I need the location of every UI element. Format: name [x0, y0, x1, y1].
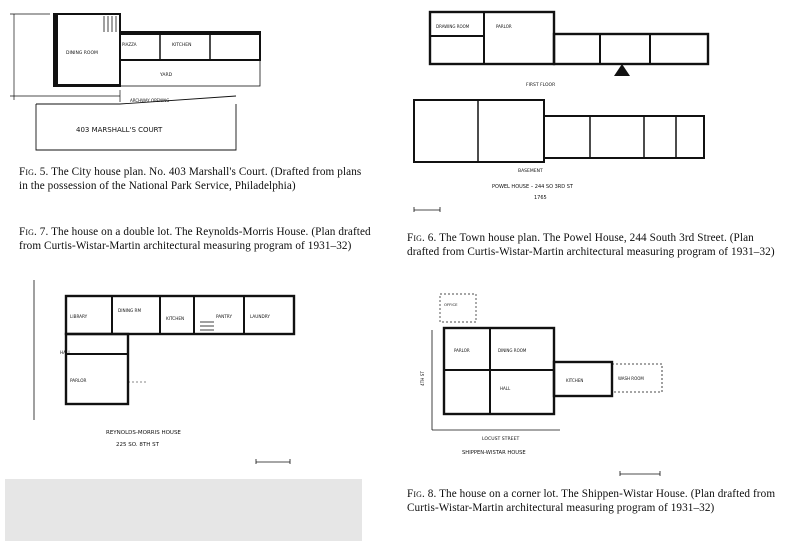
fig8-label-office: OFFICE — [444, 302, 458, 307]
figure-8-caption: Fig. 8. The house on a corner lot. The S… — [407, 488, 787, 515]
fig5-label-yard: YARD — [159, 72, 173, 78]
fig7-label-address: 225 SO. 8TH ST — [116, 442, 160, 448]
fig6-label-title: POWEL HOUSE – 244 SO 3RD ST — [492, 184, 574, 190]
fig8-label-wash: WASH ROOM — [618, 376, 644, 381]
fig7-label-parlor: PARLOR — [70, 378, 87, 383]
figure-5-caption: Fig. 5. The City house plan. No. 403 Mar… — [19, 166, 369, 193]
fig8-label-kitchen: KITCHEN — [566, 378, 583, 383]
gray-placeholder-box — [5, 479, 362, 541]
figure-8-text: The house on a corner lot. The Shippen-W… — [407, 488, 776, 514]
fig6-label-year: 1765 — [534, 195, 547, 201]
figure-5-number: Fig. 5. — [19, 166, 49, 178]
fig6-room-text: DRAWING ROOM — [436, 24, 470, 29]
figure-5-plan: DINING ROOM KITCHEN PIAZZA YARD ARCHWAY … — [10, 13, 261, 151]
fig7-label-kitchen: KITCHEN — [166, 316, 184, 321]
fig5-label-kitchen: KITCHEN — [172, 42, 192, 48]
figure-7-plan: LIBRARY DINING RM KITCHEN PANTRY LAUNDRY… — [33, 280, 296, 464]
figure-7-caption: Fig. 7. The house on a double lot. The R… — [19, 226, 379, 253]
fig8-label-title: SHIPPEN-WISTAR HOUSE — [462, 450, 526, 456]
fig7-label-library: LIBRARY — [70, 314, 88, 319]
fig7-label-pantry: PANTRY — [216, 314, 232, 319]
figure-6-number: Fig. 6. — [407, 232, 437, 244]
fig7-label-hall: HALL — [60, 350, 71, 355]
figure-7-number: Fig. 7. — [19, 226, 49, 238]
fig8-label-hall: HALL — [500, 386, 511, 391]
figure-7-text: The house on a double lot. The Reynolds-… — [19, 226, 371, 252]
figure-5-text: The City house plan. No. 403 Marshall's … — [19, 166, 362, 192]
figure-8-number: Fig. 8. — [407, 488, 437, 500]
fig7-label-laundry: LAUNDRY — [250, 314, 270, 319]
fig5-label-piazza: PIAZZA — [122, 42, 137, 47]
figure-6-text: The Town house plan. The Powel House, 24… — [407, 232, 775, 258]
fig8-label-street-left: 4TH ST — [420, 371, 425, 386]
fig6-label-basement: BASEMENT — [518, 168, 543, 174]
figure-6-caption: Fig. 6. The Town house plan. The Powel H… — [407, 232, 777, 259]
fig6-label-first: FIRST FLOOR — [526, 82, 555, 88]
figure-6-plan: DRAWING ROOM PARLOR FIRST FLOOR BASEMENT… — [413, 10, 710, 212]
fig8-label-street-bottom: LOCUST STREET — [482, 436, 519, 442]
fig5-label-address: 403 MARSHALL'S COURT — [76, 126, 163, 134]
fig6-room-text2: PARLOR — [496, 24, 512, 29]
fig7-label-dining: DINING RM — [118, 308, 141, 313]
fig8-label-dining: DINING ROOM — [498, 348, 527, 353]
figure-8-plan: OFFICE 4TH ST LOCUST STREET PARLOR DININ… — [420, 293, 663, 476]
fig5-label-dining: DINING ROOM — [66, 50, 98, 56]
fig8-label-parlor: PARLOR — [454, 348, 470, 353]
fig5-label-opening: ARCHWAY OPENING — [130, 98, 169, 103]
fig7-label-title: REYNOLDS-MORRIS HOUSE — [106, 430, 181, 436]
